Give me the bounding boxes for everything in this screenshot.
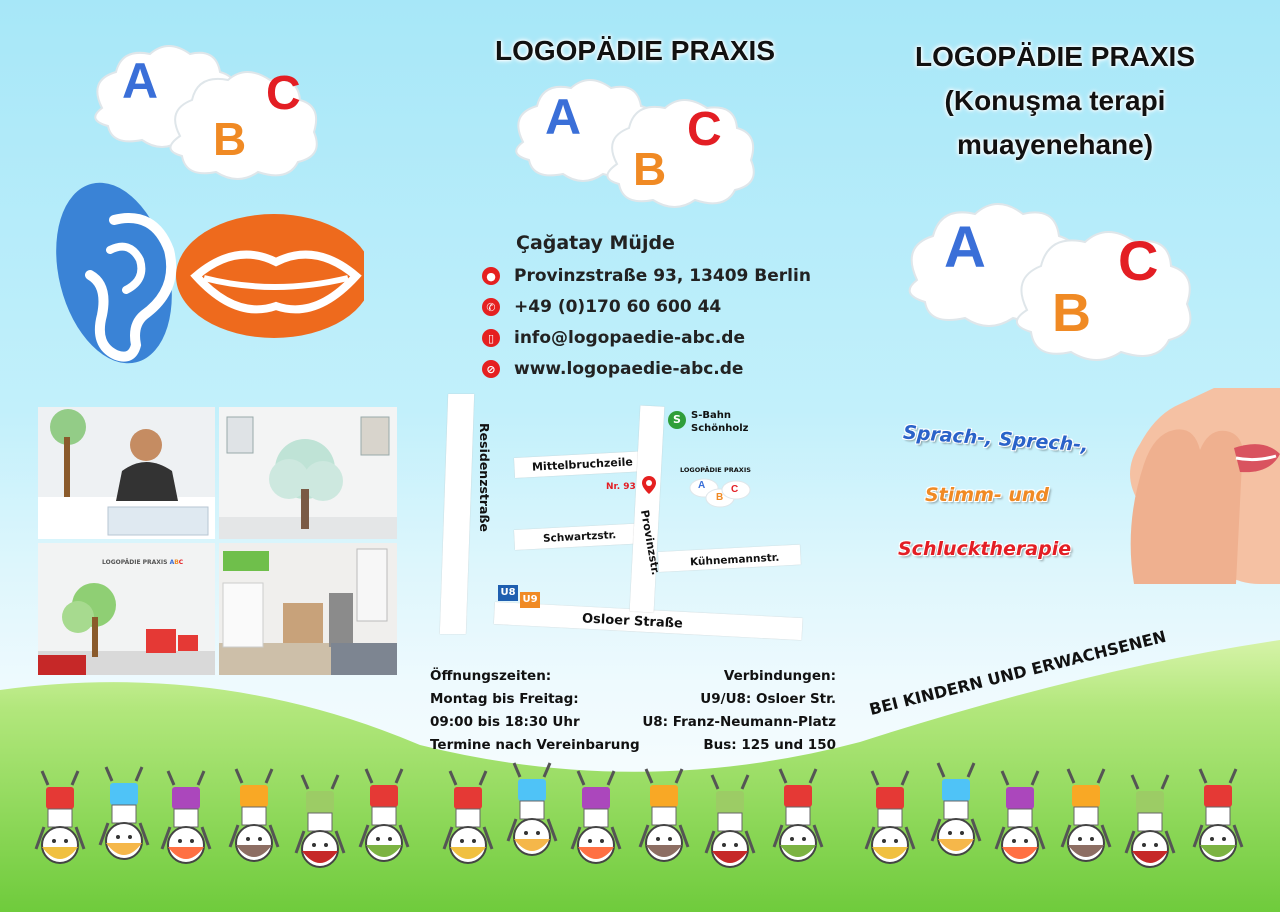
contact-website-row: ⊘ www.logopaedie-abc.de bbox=[482, 359, 743, 379]
room-sign-letter-a: A bbox=[169, 559, 175, 566]
u8-badge: U8 bbox=[498, 585, 518, 601]
connections-heading: Verbindungen: bbox=[723, 668, 836, 684]
map-letter-b: B bbox=[716, 492, 724, 503]
u9-badge: U9 bbox=[520, 592, 540, 608]
map-practice-clouds bbox=[689, 478, 751, 508]
s-bahn-icon: S bbox=[668, 411, 686, 429]
contact-phone: +49 (0)170 60 600 44 bbox=[514, 297, 722, 317]
cloud-letter-c: C bbox=[266, 67, 301, 120]
photo-therapy-room bbox=[219, 543, 397, 675]
map-letter-a: A bbox=[698, 480, 706, 491]
contact-address: Provinzstraße 93, 13409 Berlin bbox=[514, 266, 811, 286]
connection-bus: Bus: 125 und 150 bbox=[703, 737, 836, 753]
middle-cloud-letter-b: B bbox=[633, 143, 667, 195]
middle-cloud-letter-a: A bbox=[545, 89, 582, 145]
abc-clouds-left bbox=[94, 45, 318, 180]
label-residenzstrasse: Residenzstraße bbox=[476, 423, 492, 532]
hours-appointment: Termine nach Vereinbarung bbox=[430, 737, 640, 753]
location-pin-icon: ● bbox=[482, 267, 500, 285]
mouth-icon bbox=[176, 214, 364, 338]
photo-play-corner: LOGOPÄDIE PRAXIS ABC bbox=[38, 543, 215, 675]
contact-phone-row: ✆ +49 (0)170 60 600 44 bbox=[482, 297, 721, 317]
right-cloud-letter-a: A bbox=[944, 215, 986, 280]
map-pin-icon bbox=[642, 476, 656, 494]
map-house-number: Nr. 93 bbox=[606, 482, 636, 492]
handstand-kids-illustration bbox=[34, 761, 1244, 869]
whisper-hand-image bbox=[1130, 388, 1280, 584]
contact-website[interactable]: www.logopaedie-abc.de bbox=[514, 359, 744, 379]
right-cloud-letter-c: C bbox=[1118, 229, 1159, 292]
s-bahn-label: S-Bahn Schönholz bbox=[691, 409, 748, 435]
contact-address-row: ● Provinzstraße 93, 13409 Berlin bbox=[482, 266, 811, 286]
contact-name: Çağatay Müjde bbox=[516, 232, 675, 254]
middle-title: LOGOPÄDIE PRAXIS bbox=[494, 35, 776, 66]
map-letter-c: C bbox=[731, 484, 739, 495]
right-cloud-letter-b: B bbox=[1052, 283, 1091, 343]
right-title: LOGOPÄDIE PRAXIS (Konuşma terapi muayene… bbox=[870, 35, 1240, 167]
cloud-letter-b: B bbox=[213, 113, 247, 165]
connections: Verbindungen: U9/U8: Osloer Str. U8: Fra… bbox=[640, 665, 836, 757]
connection-u8: U8: Franz-Neumann-Platz bbox=[642, 714, 836, 730]
right-title-line3: muayenehane) bbox=[956, 129, 1154, 160]
mobile-icon: ▯ bbox=[482, 329, 500, 347]
abc-clouds-right bbox=[908, 203, 1192, 361]
globe-icon: ⊘ bbox=[482, 360, 500, 378]
hours-days: Montag bis Freitag: bbox=[430, 691, 579, 707]
phone-icon: ✆ bbox=[482, 298, 500, 316]
right-title-line1: LOGOPÄDIE PRAXIS bbox=[914, 41, 1196, 72]
photo-child-at-table bbox=[38, 407, 215, 539]
contact-email-row: ▯ info@logopaedie-abc.de bbox=[482, 328, 745, 348]
contact-email[interactable]: info@logopaedie-abc.de bbox=[514, 328, 745, 348]
hours-heading: Öffnungszeiten: bbox=[430, 668, 552, 684]
connection-ubahn: U9/U8: Osloer Str. bbox=[700, 691, 836, 707]
s-bahn-line1: S-Bahn bbox=[691, 410, 731, 421]
hours-time: 09:00 bis 18:30 Uhr bbox=[430, 714, 580, 730]
room-sign-text: LOGOPÄDIE PRAXIS bbox=[102, 559, 168, 566]
right-title-line2: (Konuşma terapi bbox=[944, 85, 1166, 116]
map-practice-label: LOGOPÄDIE PRAXIS bbox=[680, 466, 751, 474]
middle-cloud-letter-c: C bbox=[687, 103, 722, 156]
ear-mouth-logo bbox=[56, 182, 364, 364]
therapy-line2: Stimm- und bbox=[925, 484, 1050, 506]
cloud-letter-a: A bbox=[122, 53, 159, 109]
photo-wall-tree bbox=[219, 407, 397, 539]
therapy-line3: Schlucktherapie bbox=[898, 538, 1072, 560]
room-sign-letter-b: B bbox=[174, 559, 179, 566]
room-sign: LOGOPÄDIE PRAXIS ABC bbox=[102, 559, 183, 566]
opening-hours: Öffnungszeiten: Montag bis Freitag: 09:0… bbox=[430, 665, 640, 757]
s-bahn-line2: Schönholz bbox=[691, 423, 749, 434]
abc-clouds-middle bbox=[515, 79, 755, 208]
room-sign-letter-c: C bbox=[178, 559, 184, 566]
